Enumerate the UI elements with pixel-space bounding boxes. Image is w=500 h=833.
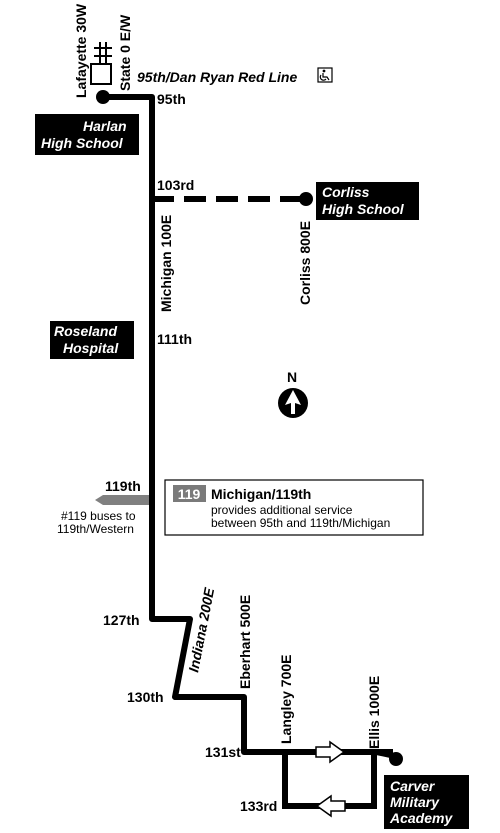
cross-street-103rd: 103rd xyxy=(157,177,194,193)
cross-street-131st: 131st xyxy=(205,744,241,760)
terminal-dot-corliss xyxy=(299,192,313,206)
street-label-michigan: Michigan 100E xyxy=(158,215,174,312)
route-line xyxy=(103,94,288,755)
landmark-corliss-high-school: Corliss High School xyxy=(316,182,419,220)
station-label: 95th/Dan Ryan Red Line xyxy=(137,69,297,85)
svg-text:Corliss: Corliss xyxy=(322,184,370,200)
cross-street-119th: 119th xyxy=(105,478,141,494)
landmark-harlan-high-school: Harlan High School xyxy=(35,114,139,155)
svg-text:Harlan: Harlan xyxy=(83,118,127,134)
street-label-state: State 0 E/W xyxy=(117,14,133,91)
compass-label: N xyxy=(287,369,297,385)
route-badge xyxy=(173,485,206,502)
cross-street-130th: 130th xyxy=(127,689,164,705)
info-line1: provides additional service xyxy=(211,503,353,517)
street-label-langley: Langley 700E xyxy=(278,655,294,745)
cross-street-133rd: 133rd xyxy=(240,798,277,814)
svg-text:High School: High School xyxy=(41,135,124,151)
transfer-note-line1: #119 buses to xyxy=(61,509,136,523)
landmark-roseland-hospital: Roseland Hospital xyxy=(50,321,134,359)
transfer-arrow-119 xyxy=(95,495,149,505)
cross-street-127th: 127th xyxy=(103,612,140,628)
cross-street-95th: 95th xyxy=(157,91,186,107)
direction-arrow-east xyxy=(315,740,346,764)
street-label-lafayette: Lafayette 30W xyxy=(73,3,89,98)
street-label-corliss: Corliss 800E xyxy=(297,221,313,305)
route-119-info-box: 119 Michigan/119th provides additional s… xyxy=(164,479,424,536)
info-line2: between 95th and 119th/Michigan xyxy=(211,516,390,530)
street-label-eberhart: Eberhart 500E xyxy=(237,595,253,689)
svg-text:Carver: Carver xyxy=(390,778,436,794)
cross-street-111th: 111th xyxy=(157,331,192,347)
svg-text:High School: High School xyxy=(322,201,405,217)
rail-station-symbol xyxy=(90,42,112,85)
svg-text:Military: Military xyxy=(390,794,440,810)
terminal-dot-95th xyxy=(96,90,110,104)
wheelchair-icon xyxy=(317,67,333,83)
route-name: Michigan/119th xyxy=(211,486,311,502)
landmark-carver-military-academy: Carver Military Academy xyxy=(384,775,469,829)
street-label-ellis: Ellis 1000E xyxy=(366,676,382,749)
north-compass-icon: N xyxy=(278,369,308,418)
direction-arrow-west xyxy=(315,794,346,818)
svg-text:Hospital: Hospital xyxy=(63,340,119,356)
route-number: 119 xyxy=(178,486,201,502)
svg-text:Roseland: Roseland xyxy=(54,323,117,339)
transfer-note-line2: 119th/Western xyxy=(57,522,134,536)
route-loop xyxy=(282,749,393,809)
svg-text:Academy: Academy xyxy=(389,810,453,826)
